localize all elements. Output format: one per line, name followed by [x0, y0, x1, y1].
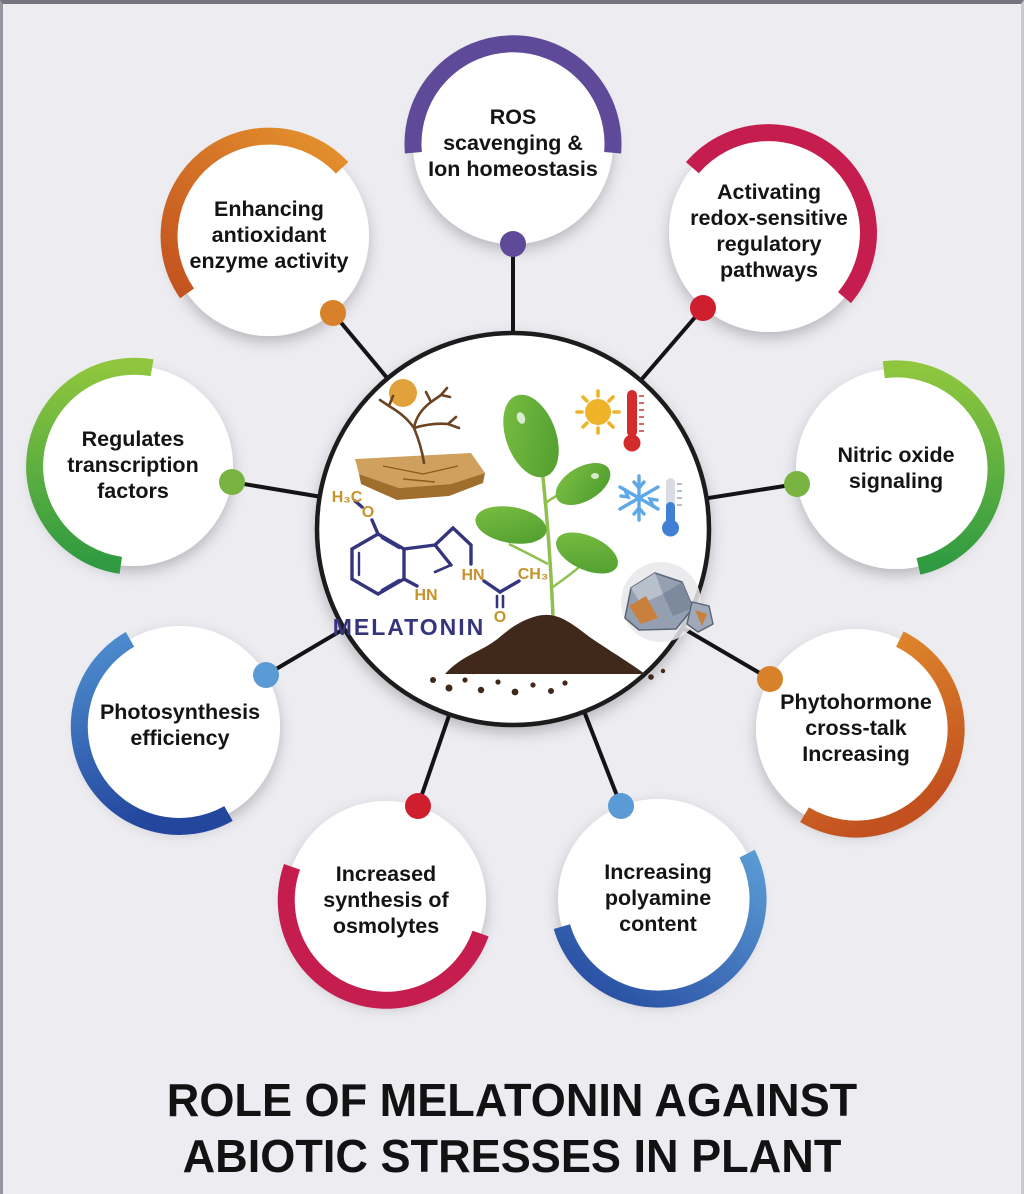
- bubble-redox-circle: [669, 132, 869, 332]
- arc-transcription: [26, 357, 154, 574]
- bubble-nitric-oxide-circle: [796, 369, 996, 569]
- atom-methoxy-oxygen: O: [362, 504, 374, 521]
- bubble-antioxidant-circle: [169, 136, 369, 336]
- dot-polyamine: [608, 793, 634, 819]
- seedling-icon: [475, 394, 618, 647]
- melatonin-structure: H₃C O HN HN CH₃ O MELATONIN: [332, 489, 549, 640]
- drought-sun-icon: [389, 379, 417, 407]
- arc-ros: [404, 35, 622, 154]
- bubble-transcription-circle: [33, 366, 233, 566]
- arc-polyamine: [553, 849, 767, 1008]
- diagram-canvas: H₃C O HN HN CH₃ O MELATONIN: [26, 35, 1005, 1009]
- page-title: ROLE OF MELATONIN AGAINST ABIOTIC STRESS…: [166, 1074, 858, 1183]
- accent-arcs: [26, 35, 1005, 1009]
- bubble-osmolytes-circle: [286, 801, 486, 1001]
- atom-carbonyl-oxygen: O: [494, 609, 506, 626]
- bubble-photosynthesis-circle: [80, 626, 280, 826]
- arc-photosynthesis: [70, 632, 233, 835]
- dot-transcription: [219, 469, 245, 495]
- atom-methoxy-methyl: H₃C: [332, 489, 363, 506]
- arc-nitric-oxide: [882, 360, 1005, 575]
- drought-dead-tree-icon: [355, 386, 485, 500]
- arc-redox: [685, 124, 877, 304]
- cold-thermometer-icon: [662, 478, 682, 537]
- dot-nitric-oxide: [784, 471, 810, 497]
- soil-mound-icon: [430, 614, 666, 696]
- bubble-phytohormone-circle: [756, 629, 956, 829]
- arc-antioxidant: [160, 127, 349, 299]
- connector-dots: [219, 231, 810, 819]
- heavy-metal-rocks-icon: [621, 562, 714, 642]
- arc-phytohormone: [800, 631, 965, 838]
- dot-osmolytes: [405, 793, 431, 819]
- dot-antioxidant: [320, 300, 346, 326]
- heat-sun-icon: [575, 389, 621, 435]
- bubble-ros-circle: [413, 44, 613, 244]
- arc-osmolytes: [277, 863, 489, 1009]
- bubble-polyamine-circle: [558, 799, 758, 999]
- heat-thermometer-icon: [623, 390, 644, 452]
- satellite-circles: [33, 44, 996, 1001]
- cold-snowflake-icon: [618, 474, 660, 522]
- dot-phytohormone: [757, 666, 783, 692]
- atom-amide-nh: HN: [461, 567, 484, 584]
- center-artwork: H₃C O HN HN CH₃ O MELATONIN: [332, 379, 714, 696]
- atom-acetyl-methyl: CH₃: [518, 566, 549, 583]
- dot-ros: [500, 231, 526, 257]
- dot-redox: [690, 295, 716, 321]
- dot-photosynthesis: [253, 662, 279, 688]
- molecule-name-label: MELATONIN: [333, 614, 486, 640]
- atom-indole-nh: HN: [414, 587, 437, 604]
